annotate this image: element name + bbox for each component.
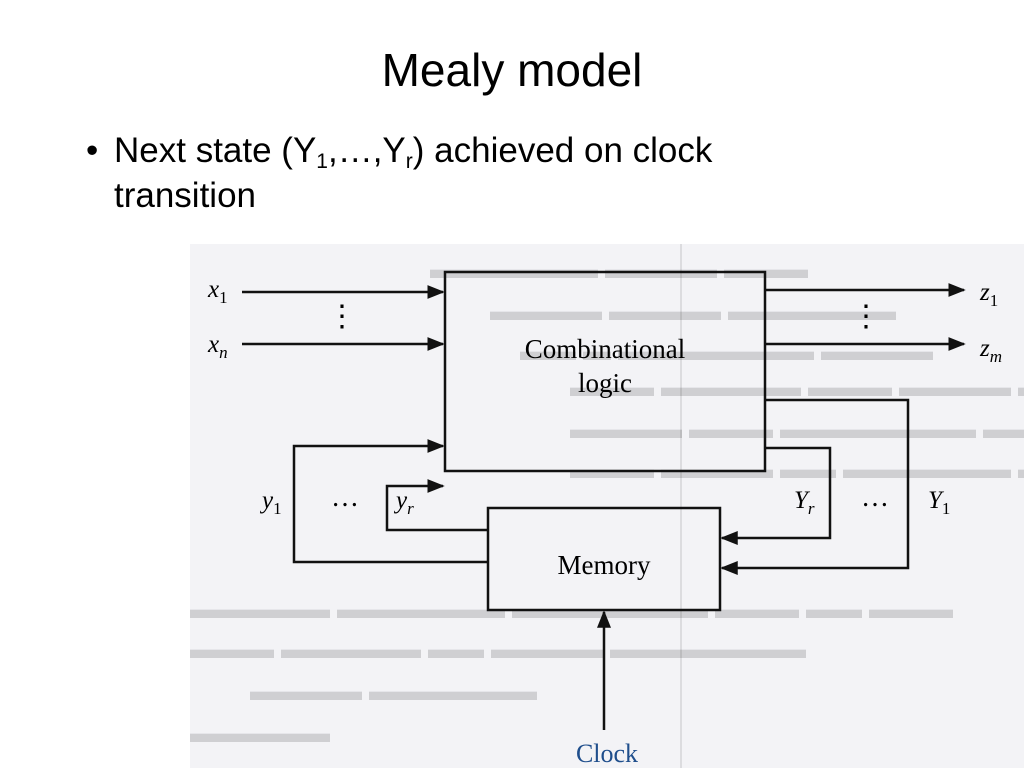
next-state-yr-line (720, 446, 832, 545)
present-state-y1-line (292, 439, 488, 564)
combinational-logic-block (443, 270, 767, 473)
input-xn-label: xn (207, 331, 228, 362)
present-state-ellipsis: … (331, 482, 359, 513)
memory-label: Memory (558, 550, 651, 580)
bullet-sub-1: 1 (316, 150, 328, 173)
combinational-logic-label-line2: logic (578, 368, 632, 398)
clock-label: Clock (576, 739, 638, 768)
next-state-Y1-label: Y1 (928, 487, 950, 518)
input-x1-label: x1 (207, 276, 228, 307)
bullet-sub-r: r (405, 150, 413, 173)
output-zm-label: zm (979, 335, 1002, 366)
bullet-text-line2: transition (114, 176, 257, 215)
present-state-y1-label: y1 (259, 487, 282, 518)
next-state-ellipsis: … (861, 482, 889, 513)
next-state-y1-line (720, 398, 910, 575)
next-state-Yr-label: Yr (794, 487, 815, 518)
memory-block (486, 506, 722, 612)
bullet-text-post: ) achieved on clock (412, 131, 713, 170)
combinational-logic-label-line1: Combinational (525, 334, 685, 364)
present-state-yr-label: yr (393, 487, 414, 518)
bullet-item: • Next state (Y1,…,Yr) achieved on clock (86, 128, 846, 173)
bullet-dot: • (86, 131, 99, 170)
scan-divider (680, 244, 682, 768)
output-z1-label: z1 (979, 279, 998, 310)
bullet-text-mid: ,…,Y (327, 131, 406, 170)
bullet-list: • Next state (Y1,…,Yr) achieved on clock… (86, 128, 846, 218)
outputs-vdots: ⋮ (851, 300, 881, 333)
inputs-vdots: ⋮ (327, 300, 357, 333)
bullet-text-pre: Next state (Y (114, 131, 317, 170)
bullet-text: Next state (Y1,…,Yr) achieved on clock (114, 128, 712, 173)
slide-title: Mealy model (381, 44, 643, 96)
present-state-yr-line (385, 479, 488, 532)
